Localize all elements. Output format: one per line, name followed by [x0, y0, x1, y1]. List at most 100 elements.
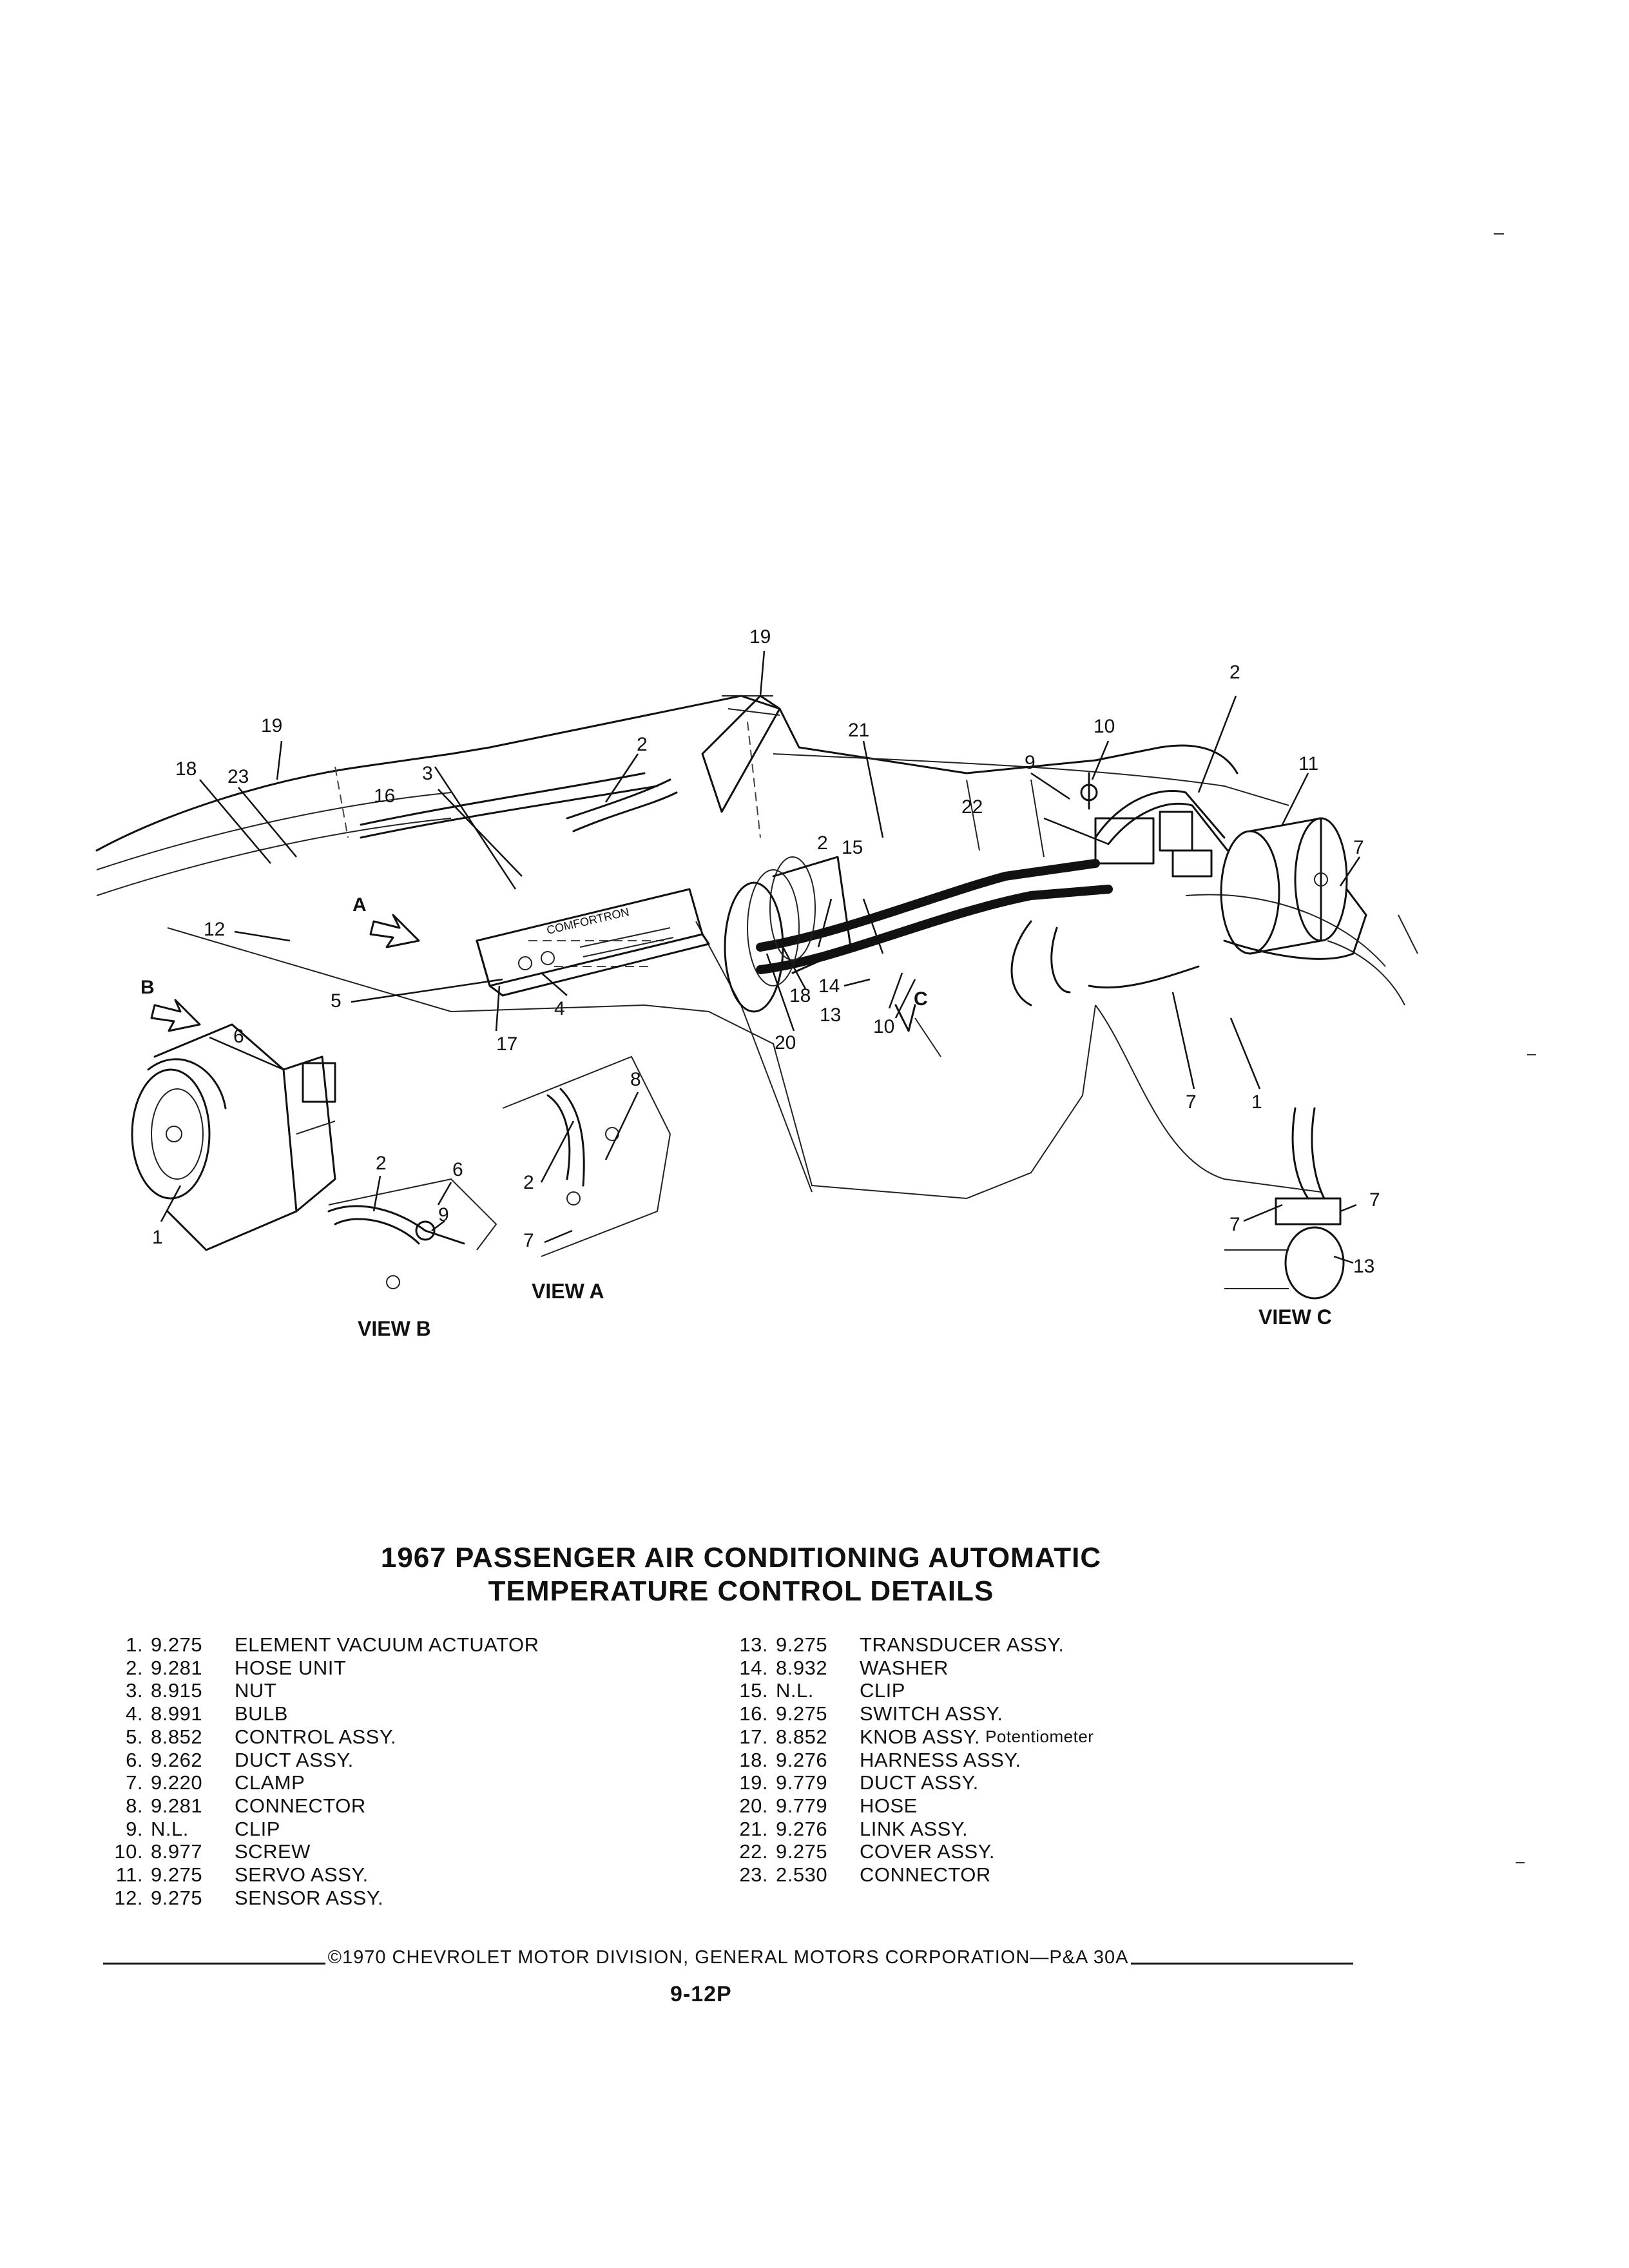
item-number: 15.: [739, 1679, 768, 1702]
leader-lines: [160, 650, 1361, 1264]
callout-7-view-c-left: 7: [1229, 1214, 1240, 1235]
callout-22: 22: [961, 796, 983, 818]
view-a-detail: [502, 1055, 671, 1257]
part-name: SENSOR ASSY.: [235, 1886, 384, 1909]
callout-10-center: 10: [873, 1016, 894, 1037]
part-name: TRANSDUCER ASSY.: [860, 1633, 1065, 1656]
part-number: 9.275: [151, 1863, 203, 1887]
part-name: CLIP: [235, 1817, 280, 1840]
part-name: DUCT ASSY.: [860, 1771, 979, 1794]
callout-7-right: 7: [1353, 837, 1364, 858]
item-number: 4.: [126, 1702, 143, 1725]
item-number: 12.: [114, 1886, 143, 1909]
item-number: 7.: [126, 1771, 143, 1794]
part-name: ELEMENT VACUUM ACTUATOR: [235, 1633, 539, 1656]
callout-4: 4: [554, 998, 565, 1019]
footer-rule-right: [1131, 1963, 1354, 1965]
title-line-2: TEMPERATURE CONTROL DETAILS: [488, 1575, 994, 1607]
servo-assy-barrel: [1220, 817, 1348, 955]
control-panel: COMFORTRON: [476, 888, 710, 997]
item-number: 22.: [739, 1840, 768, 1863]
part-number: 9.779: [776, 1771, 828, 1794]
part-number: 9.281: [151, 1656, 203, 1679]
item-number: 17.: [739, 1725, 768, 1748]
callout-2-view-b: 2: [376, 1153, 387, 1174]
view-b-label: VIEW B: [358, 1317, 431, 1340]
part-name: LINK ASSY.: [860, 1817, 969, 1840]
part-name: COVER ASSY.: [860, 1840, 995, 1863]
copyright-text: ©1970 CHEVROLET MOTOR DIVISION, GENERAL …: [327, 1947, 1129, 1968]
view-c-label: VIEW C: [1258, 1305, 1332, 1329]
part-name: NUT: [235, 1679, 277, 1702]
item-number: 11.: [115, 1863, 143, 1887]
callout-2-mid: 2: [817, 832, 828, 854]
panel-label: COMFORTRON: [545, 905, 630, 937]
item-number: 3.: [126, 1679, 143, 1702]
arrow-a: [369, 914, 420, 948]
item-number: 8.: [126, 1794, 143, 1817]
callout-20: 20: [775, 1032, 796, 1053]
left-duct-assy: [153, 1023, 336, 1251]
parts-list-row: 6. 9.262 DUCT ASSY.: [77, 1749, 539, 1772]
parts-list-row: 3. 8.915 NUT: [77, 1679, 539, 1702]
page-number: 9-12P: [670, 1982, 732, 2006]
part-number: 2.530: [776, 1863, 828, 1887]
scan-mark: [1516, 1862, 1525, 1863]
part-number: 8.932: [776, 1656, 828, 1679]
view-c-detail: [1224, 1107, 1345, 1300]
item-number: 2.: [126, 1656, 143, 1679]
item-number: 6.: [126, 1748, 143, 1771]
callout-1-right: 1: [1251, 1091, 1262, 1113]
title-line-1: 1967 PASSENGER AIR CONDITIONING AUTOMATI…: [380, 1542, 1102, 1573]
item-number: 21.: [739, 1817, 768, 1840]
item-number: 20.: [739, 1794, 768, 1817]
part-number: 9.220: [151, 1771, 203, 1794]
item-number: 18.: [739, 1748, 768, 1771]
part-number: 8.852: [776, 1725, 828, 1748]
part-number: N.L.: [151, 1817, 189, 1840]
part-name: DUCT ASSY.: [235, 1748, 354, 1771]
callout-8: 8: [630, 1069, 641, 1090]
part-number: 9.281: [151, 1794, 203, 1817]
item-number: 1.: [126, 1633, 143, 1656]
servo-connectors: [1080, 772, 1213, 878]
part-name: CONTROL ASSY.: [235, 1725, 397, 1748]
callout-12: 12: [204, 919, 225, 940]
callout-14: 14: [818, 975, 840, 997]
callout-2-center-top: 2: [637, 734, 648, 755]
item-number: 10.: [114, 1840, 143, 1863]
part-name: SERVO ASSY.: [235, 1863, 369, 1887]
part-number: 9.276: [776, 1748, 828, 1771]
part-number: 9.275: [151, 1886, 203, 1909]
dash-upper-outline: [95, 695, 1239, 852]
callout-7-view-a: 7: [523, 1230, 534, 1251]
callout-3: 3: [422, 763, 433, 784]
callout-b: B: [140, 977, 155, 998]
part-number: 8.977: [151, 1840, 203, 1863]
part-number: N.L.: [776, 1679, 814, 1702]
view-b-detail: [327, 1178, 497, 1289]
part-number: 8.915: [151, 1679, 203, 1702]
part-number: 9.262: [151, 1748, 203, 1771]
callout-10-top: 10: [1094, 716, 1115, 737]
parts-list-row: 11. 9.275 SERVO ASSY.: [77, 1863, 539, 1887]
part-number: 8.991: [151, 1702, 203, 1725]
footer: ©1970 CHEVROLET MOTOR DIVISION, GENERAL …: [103, 1947, 1354, 1968]
part-note: Potentiometer: [985, 1726, 1094, 1746]
item-number: 13.: [739, 1633, 768, 1656]
arrow-b: [150, 999, 201, 1032]
callout-9-top: 9: [1025, 752, 1036, 773]
